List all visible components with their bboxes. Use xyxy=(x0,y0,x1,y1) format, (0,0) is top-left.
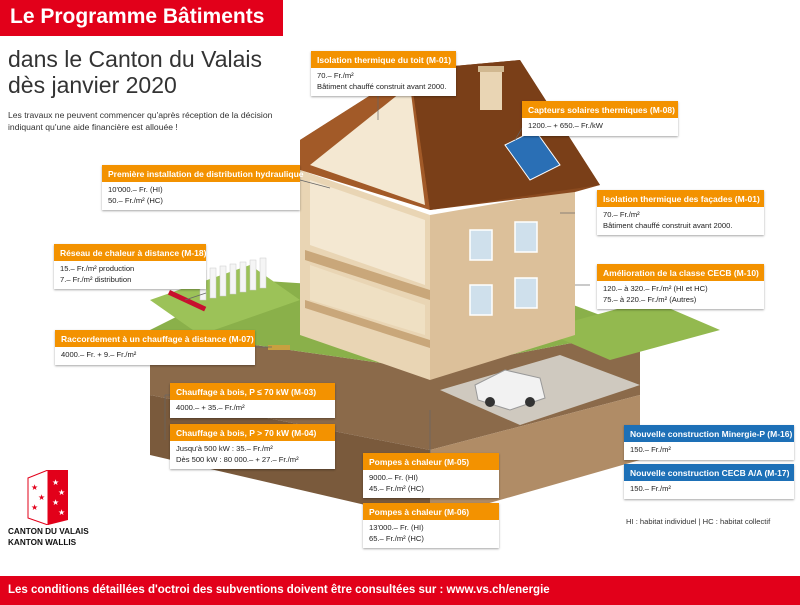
box-title: Pompes à chaleur (M-05) xyxy=(363,453,499,470)
box-line: 150.– Fr./m² xyxy=(630,484,671,493)
box-line: 4000.– + 35.– Fr./m² xyxy=(176,403,245,412)
intro-text: Les travaux ne peuvent commencer qu'aprè… xyxy=(8,110,273,132)
box-title: Nouvelle construction Minergie-P (M-16) xyxy=(624,425,794,442)
box-title: Capteurs solaires thermiques (M-08) xyxy=(522,101,678,118)
box-line: Dès 500 kW : 80 000.– + 27.– Fr./m² xyxy=(176,454,299,464)
svg-text:★: ★ xyxy=(58,488,65,497)
box-line: 13'000.– Fr. (HI) xyxy=(369,523,424,532)
box-m01-facade-insulation: Isolation thermique des façades (M-01) 7… xyxy=(597,190,764,235)
box-line: 4000.– Fr. + 9.– Fr./m² xyxy=(61,350,137,359)
subtitle-line-1: dans le Canton du Valais xyxy=(8,46,263,72)
box-line: 9000.– Fr. (HI) xyxy=(369,473,418,482)
box-line: 150.– Fr./m² xyxy=(630,445,671,454)
logo-text-fr: CANTON DU VALAIS xyxy=(8,527,89,536)
title-banner xyxy=(0,0,283,36)
box-title: Chauffage à bois, P > 70 kW (M-04) xyxy=(170,424,335,441)
box-m08-solar-collectors: Capteurs solaires thermiques (M-08) 1200… xyxy=(522,101,678,136)
box-line: 70.– Fr./m² xyxy=(317,71,354,80)
box-hydraulic-distribution: Première installation de distribution hy… xyxy=(102,165,304,210)
page-title: Le Programme Bâtiments xyxy=(10,5,265,28)
box-line: 10'000.– Fr. (HI) xyxy=(108,185,163,194)
box-line: 70.– Fr./m² xyxy=(603,210,640,219)
svg-text:★: ★ xyxy=(31,483,38,492)
box-title: Nouvelle construction CECB A/A (M-17) xyxy=(624,464,794,481)
svg-text:★: ★ xyxy=(31,503,38,512)
box-title: Réseau de chaleur à distance (M-18) xyxy=(54,244,206,261)
box-m16-minergie-p: Nouvelle construction Minergie-P (M-16) … xyxy=(624,425,794,460)
box-title: Pompes à chaleur (M-06) xyxy=(363,503,499,520)
canton-valais-logo-icon: ★ ★ ★ ★ ★ ★ ★ xyxy=(27,470,68,525)
footer-text: Les conditions détaillées d'octroi des s… xyxy=(8,584,550,596)
box-line: 15.– Fr./m² production xyxy=(60,264,135,273)
box-line: 45.– Fr./m² (HC) xyxy=(369,483,424,493)
box-line: 75.– à 220.– Fr./m² (Autres) xyxy=(603,294,697,304)
box-title: Isolation thermique des façades (M-01) xyxy=(597,190,764,207)
footer-banner: Les conditions détaillées d'octroi des s… xyxy=(0,576,800,605)
box-line: 50.– Fr./m² (HC) xyxy=(108,195,163,205)
box-m05-heat-pumps: Pompes à chaleur (M-05) 9000.– Fr. (HI) … xyxy=(363,453,499,498)
box-m07-district-heating-connection: Raccordement à un chauffage à distance (… xyxy=(55,330,255,365)
box-m18-district-heating-network: Réseau de chaleur à distance (M-18) 15.–… xyxy=(54,244,206,289)
box-line: Jusqu'à 500 kW : 35.– Fr./m² xyxy=(176,444,273,453)
box-m10-cecb-improvement: Amélioration de la classe CECB (M-10) 12… xyxy=(597,264,764,309)
svg-text:★: ★ xyxy=(52,478,59,487)
box-title: Chauffage à bois, P ≤ 70 kW (M-03) xyxy=(170,383,335,400)
box-title: Première installation de distribution hy… xyxy=(102,165,304,182)
box-m04-wood-heating-large: Chauffage à bois, P > 70 kW (M-04) Jusqu… xyxy=(170,424,335,469)
box-line: Bâtiment chauffé construit avant 2000. xyxy=(317,81,447,91)
box-m17-cecb-new-construction: Nouvelle construction CECB A/A (M-17) 15… xyxy=(624,464,794,499)
svg-text:★: ★ xyxy=(52,498,59,507)
svg-text:★: ★ xyxy=(38,493,45,502)
box-title: Isolation thermique du toit (M-01) xyxy=(311,51,456,68)
page-subtitle: dans le Canton du Valais dès janvier 202… xyxy=(8,46,262,98)
box-line: 120.– à 320.– Fr./m² (HI et HC) xyxy=(603,284,708,293)
box-line: 65.– Fr./m² (HC) xyxy=(369,533,424,543)
box-m03-wood-heating-small: Chauffage à bois, P ≤ 70 kW (M-03) 4000.… xyxy=(170,383,335,418)
box-title: Raccordement à un chauffage à distance (… xyxy=(55,330,255,347)
box-title: Amélioration de la classe CECB (M-10) xyxy=(597,264,764,281)
box-line: Bâtiment chauffé construit avant 2000. xyxy=(603,220,733,230)
box-m06-heat-pumps: Pompes à chaleur (M-06) 13'000.– Fr. (HI… xyxy=(363,503,499,548)
box-m01-roof-insulation: Isolation thermique du toit (M-01) 70.– … xyxy=(311,51,456,96)
logo-text-de: KANTON WALLIS xyxy=(8,538,77,547)
subtitle-line-2: dès janvier 2020 xyxy=(8,72,177,98)
abbreviation-legend: HI : habitat individuel | HC : habitat c… xyxy=(626,517,771,526)
box-line: 1200.– + 650.– Fr./kW xyxy=(528,121,603,130)
box-line: 7.– Fr./m² distribution xyxy=(60,274,132,284)
svg-text:★: ★ xyxy=(58,508,65,517)
